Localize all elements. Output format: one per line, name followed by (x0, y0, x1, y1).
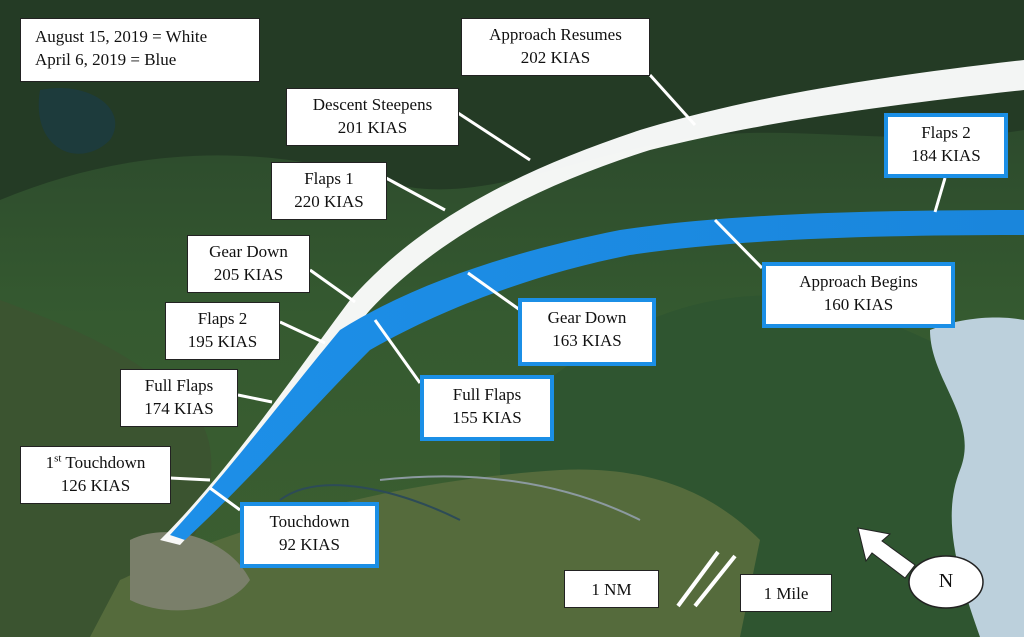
label-gear-down-white: Gear Down 205 KIAS (187, 235, 310, 293)
label-approach-resumes: Approach Resumes 202 KIAS (461, 18, 650, 76)
label-flaps2-blue: Flaps 2 184 KIAS (884, 113, 1008, 178)
north-label: N (938, 570, 954, 592)
north-circle (908, 555, 984, 609)
label-touchdown-blue: Touchdown 92 KIAS (240, 502, 379, 568)
label-first-touchdown: 1st Touchdown 126 KIAS (20, 446, 171, 504)
label-gear-down-blue: Gear Down 163 KIAS (518, 298, 656, 366)
scale-mile-label: 1 Mile (740, 574, 832, 612)
legend-white: August 15, 2019 = White (35, 27, 208, 46)
label-flaps1-white: Flaps 1 220 KIAS (271, 162, 387, 220)
scale-nm-label: 1 NM (564, 570, 659, 608)
label-full-flaps-blue: Full Flaps 155 KIAS (420, 375, 554, 441)
legend-blue: April 6, 2019 = Blue (35, 50, 177, 69)
north-arrow-icon (857, 527, 916, 579)
label-flaps2-white: Flaps 2 195 KIAS (165, 302, 280, 360)
label-approach-begins: Approach Begins 160 KIAS (762, 262, 955, 328)
label-full-flaps-white: Full Flaps 174 KIAS (120, 369, 238, 427)
label-descent-steepens: Descent Steepens 201 KIAS (286, 88, 459, 146)
legend-box: August 15, 2019 = White April 6, 2019 = … (20, 18, 260, 82)
